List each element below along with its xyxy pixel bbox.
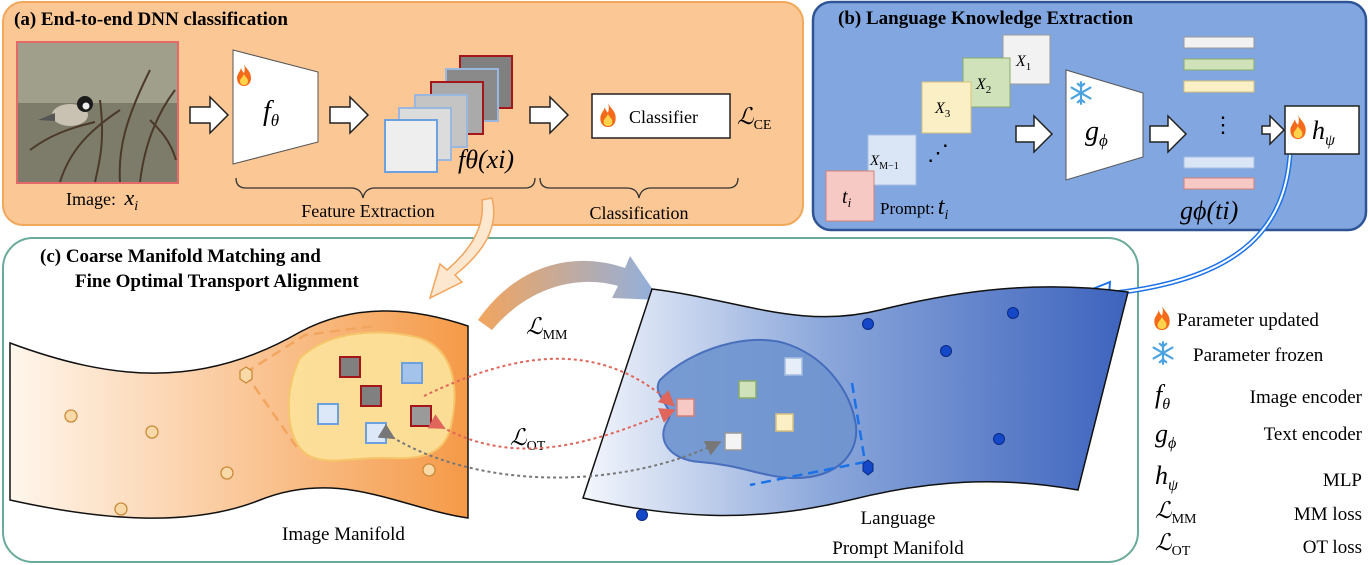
prompt-label: Prompt:ti	[880, 194, 948, 223]
image-label: Image: xi	[66, 185, 138, 214]
svg-text:XM−1: XM−1	[869, 153, 899, 172]
panel-a-title: (a) End-to-end DNN classification	[14, 9, 288, 30]
text-encoder-block	[1065, 69, 1144, 181]
legend-desc-mm-loss: MM loss	[1294, 504, 1362, 525]
ot-arrow-grey	[377, 423, 722, 479]
flame-icon	[1154, 305, 1170, 331]
input-image	[16, 41, 179, 184]
arrow-encoder-to-features	[329, 95, 370, 135]
text-feature-bars	[1183, 36, 1255, 190]
panel-c-title-line2: Fine Optimal Transport Alignment	[75, 271, 359, 292]
prompt-token-x3: X3	[921, 81, 972, 134]
arrow-manifold-matching	[478, 256, 660, 330]
image-cluster-dashed-cone	[243, 324, 376, 453]
legend-sym-mm-loss: ℒMM	[1155, 498, 1197, 527]
arrow-features-to-mlp	[1261, 114, 1286, 146]
brace-feature-extraction	[235, 177, 536, 199]
feature-output-label: fθ(xi)	[458, 145, 514, 174]
arrow-features-to-classifier	[529, 95, 570, 135]
classifier-label: Classifier	[629, 107, 698, 127]
brace-classification	[539, 177, 739, 199]
image-points	[64, 366, 436, 516]
prompt-token-x1: X1	[1002, 34, 1051, 85]
svg-text:X1: X1	[1015, 53, 1031, 73]
prompt-token-xm1: XM−1	[867, 134, 917, 186]
brace-feature-extraction-label: Feature Extraction	[301, 201, 434, 221]
snowflake-icon	[1152, 341, 1174, 365]
text-encoder-symbol: gϕ	[1085, 116, 1108, 150]
prompt-dots: ⋰	[927, 140, 949, 165]
feature-maps	[384, 55, 513, 173]
mlp-symbol: hψ	[1312, 116, 1336, 149]
language-manifold-label-line1: Language	[861, 508, 936, 529]
image-manifold-label: Image Manifold	[282, 524, 405, 545]
prompt-token-ti: ti	[825, 170, 875, 222]
legend-sym-mlp: hψ	[1155, 461, 1179, 494]
image-encoder-block	[232, 49, 319, 165]
legend: Parameter updated Parameter frozen fθ Im…	[1152, 305, 1363, 559]
legend-sym-text-encoder: gϕ	[1155, 419, 1176, 452]
legend-desc-image-encoder: Image encoder	[1250, 387, 1363, 408]
arrow-image-to-encoder	[189, 95, 230, 135]
svg-text:ti: ti	[842, 186, 852, 210]
ot-arrow-red-upper	[423, 357, 675, 407]
image-encoder-symbol: fθ	[263, 96, 279, 130]
language-manifold-label-line2: Prompt Manifold	[832, 538, 964, 559]
image-feature-squares	[317, 356, 432, 444]
text-feature-label: gϕ(ti)	[1180, 196, 1238, 225]
arrow-features-to-image-manifold	[428, 197, 495, 300]
legend-desc-ot-loss: OT loss	[1303, 537, 1362, 558]
legend-sym-image-encoder: fθ	[1155, 380, 1170, 413]
svg-text:X3: X3	[934, 100, 951, 120]
legend-desc-text-encoder: Text encoder	[1264, 424, 1363, 445]
brace-classification-label: Classification	[590, 203, 689, 223]
svg-text:X2: X2	[975, 76, 991, 96]
arrow-encoder-to-text-features	[1149, 114, 1188, 154]
legend-param-frozen: Parameter frozen	[1193, 345, 1324, 366]
loss-mm-label: ℒMM	[526, 314, 568, 343]
panel-c-title-line1: (c) Coarse Manifold Matching and	[40, 246, 321, 267]
arrow-prompt-to-text-encoder	[1015, 114, 1054, 154]
loss-ce-label: ℒCE	[737, 104, 771, 133]
legend-sym-ot-loss: ℒOT	[1155, 530, 1191, 559]
panel-b-title: (b) Language Knowledge Extraction	[838, 8, 1133, 29]
text-feature-dots: ⋮	[1212, 112, 1234, 137]
language-points	[636, 307, 1019, 521]
legend-desc-mlp: MLP	[1323, 470, 1362, 491]
legend-param-updated: Parameter updated	[1177, 310, 1319, 331]
language-feature-squares	[676, 357, 803, 451]
